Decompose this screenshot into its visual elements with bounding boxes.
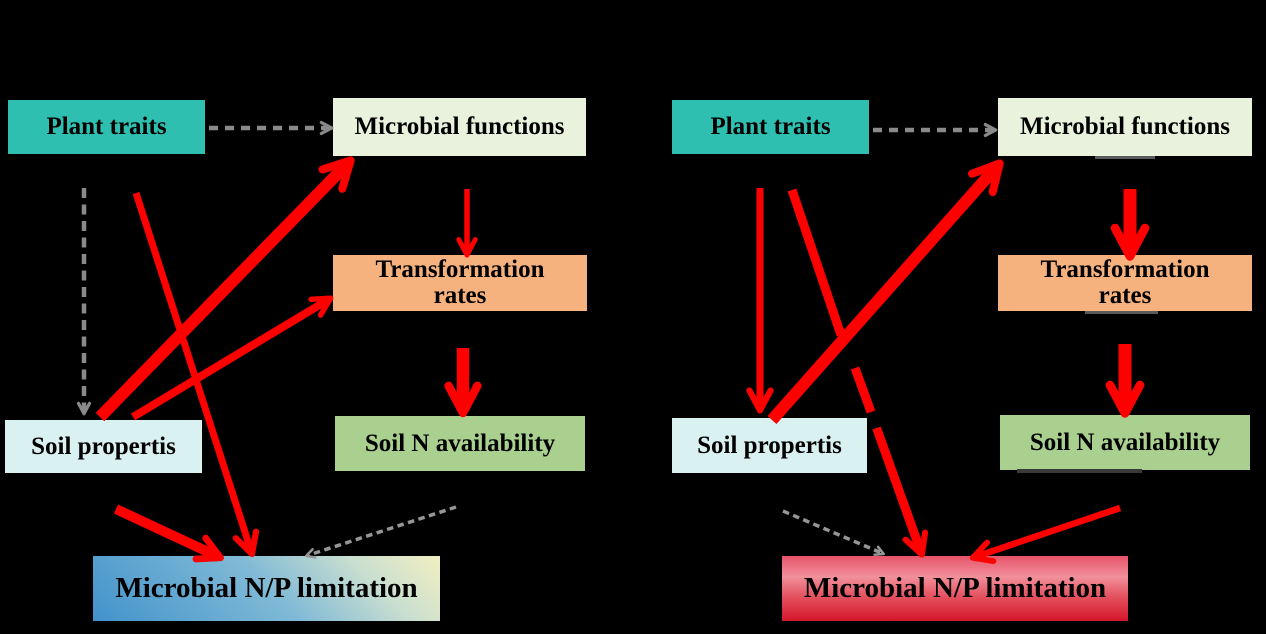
box-np-limitation-right: Microbial N/P limitation xyxy=(782,556,1128,621)
box-plant-traits-left: Plant traits xyxy=(8,100,205,154)
box-microbial-functions-left: Microbial functions xyxy=(333,98,586,156)
box-transformation-rates-left: Transformation rates xyxy=(333,255,587,311)
shadow-underline-microbial-functions-right xyxy=(1095,156,1155,159)
label-rates-right: rates xyxy=(1098,282,1152,309)
label-np-limitation-left: Microbial N/P limitation xyxy=(115,572,418,605)
shadow-underline-soil-n-availability-right xyxy=(1017,469,1142,473)
box-soil-n-availability-right: Soil N availability xyxy=(1000,415,1250,470)
arrow-planttraits-to-nplimitation-left xyxy=(132,191,260,558)
arrow-planttraits-to-nplimitation-right-seg3 xyxy=(872,426,929,558)
label-transformation-left: Transformation xyxy=(375,256,545,283)
box-microbial-functions-right: Microbial functions xyxy=(998,98,1252,156)
arrow-planttraits-to-nplimitation-right-seg2 xyxy=(850,366,876,414)
box-transformation-rates-right: Transformation rates xyxy=(998,255,1252,311)
arrow-soilpropertis-to-microbialfunctions-left xyxy=(95,156,355,422)
arrow-soilpropertis-to-nplimitation-right xyxy=(782,509,885,556)
box-plant-traits-right: Plant traits xyxy=(672,100,869,154)
label-microbial-functions-right: Microbial functions xyxy=(1020,113,1230,140)
box-np-limitation-left: Microbial N/P limitation xyxy=(93,556,440,621)
shadow-underline-transformation-rates-right xyxy=(1085,311,1158,314)
arrow-soilpropertis-to-microbialfunctions-right xyxy=(767,159,1004,424)
arrow-planttraits-to-nplimitation-right-seg1 xyxy=(787,188,846,337)
label-soil-n-availability-left: Soil N availability xyxy=(364,429,556,457)
arrow-soilpropertis-to-transformationrates-left xyxy=(130,295,334,421)
label-plant-traits-left: Plant traits xyxy=(46,113,167,140)
label-plant-traits-right: Plant traits xyxy=(710,113,831,140)
label-soil-n-availability-right: Soil N availability xyxy=(1029,428,1221,456)
box-soil-propertis-left: Soil propertis xyxy=(5,420,202,473)
arrow-soilnavailability-to-nplimitation-right xyxy=(969,504,1122,564)
label-microbial-functions-left: Microbial functions xyxy=(354,113,565,140)
label-transformation-right: Transformation xyxy=(1040,256,1210,283)
label-soil-propertis-left: Soil propertis xyxy=(31,432,176,460)
arrow-soilpropertis-to-nplimitation-left xyxy=(113,504,224,563)
label-np-limitation-right: Microbial N/P limitation xyxy=(803,572,1107,605)
label-soil-propertis-right: Soil propertis xyxy=(697,431,842,459)
label-rates-left: rates xyxy=(433,282,487,309)
arrow-soilnavailability-to-nplimitation-left xyxy=(304,505,457,559)
box-soil-propertis-right: Soil propertis xyxy=(672,418,867,473)
box-soil-n-availability-left: Soil N availability xyxy=(335,416,585,471)
